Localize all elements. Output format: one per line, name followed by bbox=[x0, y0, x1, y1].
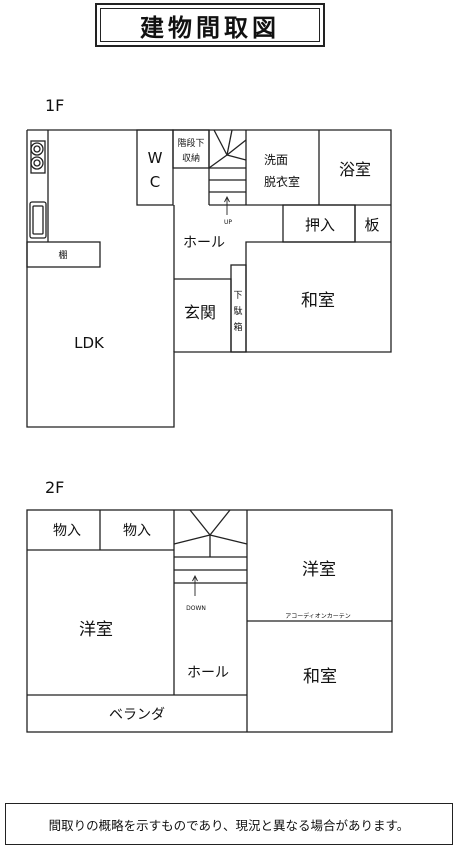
hall-label: ホール bbox=[183, 235, 225, 251]
stair-tread bbox=[209, 509, 231, 536]
under-stairs-label: 収納 bbox=[182, 152, 200, 164]
stove bbox=[30, 140, 46, 174]
stairs-down-arrowhead bbox=[192, 574, 198, 582]
floor-plan-2f-labels: 物入 物入 洋室 アコーディオンカーテン DOWN 洋室 ホール 和室 ベランダ bbox=[53, 523, 351, 723]
stair-tread bbox=[173, 534, 211, 545]
stove-burner-icon bbox=[33, 159, 41, 167]
veranda-label: ベランダ bbox=[109, 707, 165, 723]
entrance-label: 玄関 bbox=[184, 303, 216, 322]
stove-burner-icon bbox=[30, 142, 44, 156]
stair-tread bbox=[226, 139, 247, 156]
disclaimer-text: 間取りの概略を示すものであり、現況と異なる場合があります。 bbox=[48, 817, 410, 833]
disclaimer-note: 間取りの概略を示すものであり、現況と異なる場合があります。 bbox=[5, 803, 453, 845]
title-frame: 建物間取図 bbox=[95, 3, 325, 47]
stair-tread bbox=[213, 129, 228, 156]
storage-label: 物入 bbox=[53, 523, 81, 539]
accordion-curtain-label: アコーディオンカーテン bbox=[285, 612, 351, 620]
stairs-down-label: DOWN bbox=[186, 605, 206, 612]
storage-label: 物入 bbox=[123, 523, 151, 539]
western-room-left-label: 洋室 bbox=[79, 620, 113, 640]
stair-tread bbox=[208, 154, 228, 169]
bath-label: 浴室 bbox=[339, 160, 371, 179]
wc-label: W bbox=[148, 149, 163, 167]
floor-plan-1f bbox=[26, 129, 392, 428]
hall-label: ホール bbox=[187, 665, 229, 681]
floor-label-2f: 2F bbox=[45, 478, 65, 497]
under-stairs-label: 階段下 bbox=[177, 137, 204, 149]
shoe-cabinet-label: 箱 bbox=[233, 321, 242, 333]
washroom-label: 脱衣室 bbox=[264, 174, 300, 189]
board-label: 板 bbox=[364, 216, 379, 234]
stair-tread bbox=[226, 154, 247, 161]
wc-room bbox=[136, 129, 174, 206]
japanese-room-label: 和室 bbox=[303, 667, 337, 687]
closet-label: 押入 bbox=[305, 216, 335, 234]
floor-plan-1f-labels: W C 階段下 収納 洗面 脱衣室 浴室 UP ホール 押入 板 棚 玄関 下 … bbox=[58, 137, 379, 352]
stair-tread bbox=[226, 129, 233, 156]
stove-burner-icon bbox=[33, 145, 41, 153]
floor-label-1f: 1F bbox=[45, 96, 65, 115]
wc-label: C bbox=[150, 173, 160, 191]
shoe-cabinet-label: 駄 bbox=[233, 305, 242, 317]
sink-basin-icon bbox=[32, 205, 44, 235]
japanese-room-label: 和室 bbox=[301, 291, 335, 311]
shelf-label: 棚 bbox=[58, 249, 67, 261]
ldk-label: LDK bbox=[74, 334, 105, 352]
sink-icon bbox=[29, 201, 47, 239]
page-title: 建物間取図 bbox=[100, 8, 320, 42]
stairs-up-label: UP bbox=[224, 219, 232, 226]
shelf bbox=[26, 241, 101, 268]
shoe-cabinet-label: 下 bbox=[233, 291, 242, 301]
stove-burner-icon bbox=[30, 156, 44, 170]
stairs-up-arrowhead bbox=[224, 195, 230, 203]
stair-tread bbox=[209, 534, 248, 545]
shoe-cabinet bbox=[230, 264, 247, 353]
floor-plan-2f bbox=[26, 509, 393, 733]
stair-tread bbox=[189, 509, 211, 536]
western-room-right-label: 洋室 bbox=[302, 560, 336, 580]
washroom-label: 洗面 bbox=[264, 153, 288, 167]
